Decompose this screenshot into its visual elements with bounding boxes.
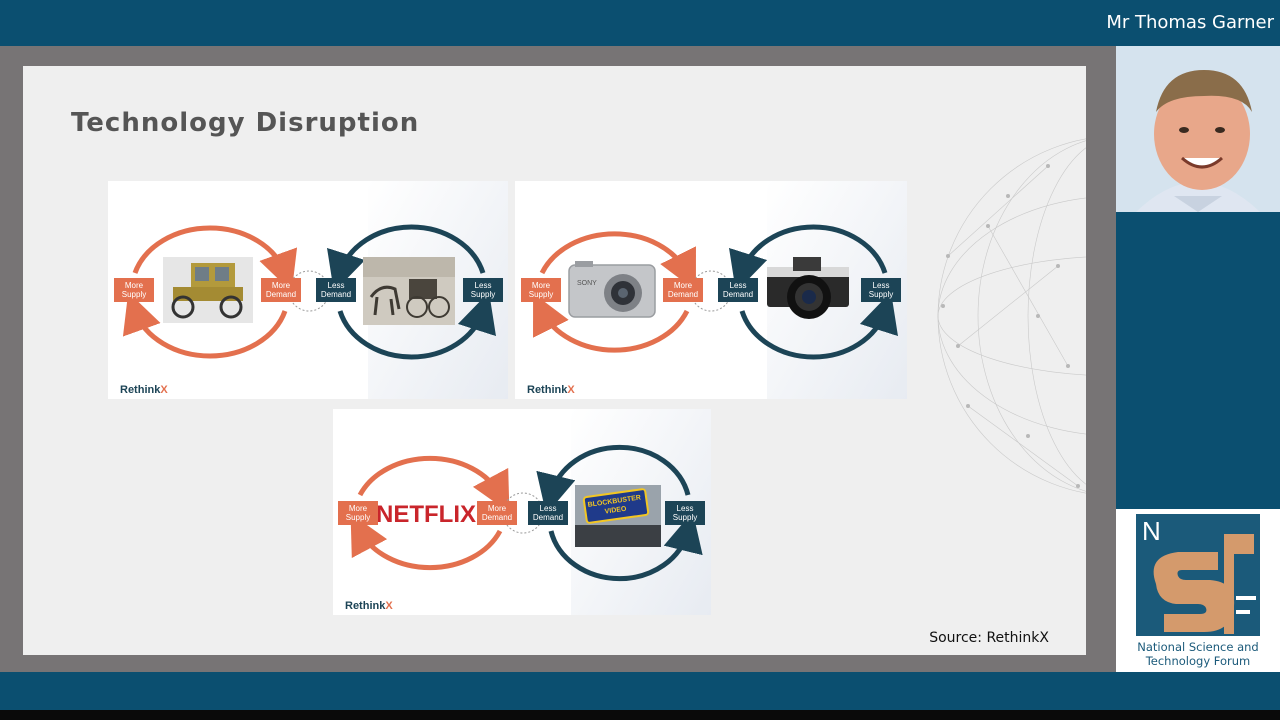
rethinkx-logo: RethinkX	[527, 384, 575, 396]
blockbuster-sign-icon: BLOCKBUSTER VIDEO	[575, 485, 661, 547]
brand-text: Rethink	[345, 600, 386, 612]
disruption-loops	[122, 224, 496, 360]
digital-camera-icon: SONY	[568, 261, 656, 318]
brand-x: X	[567, 384, 575, 396]
bottom-edge	[0, 710, 1280, 720]
film-camera-icon	[767, 257, 849, 319]
nstf-logo-icon: N	[1136, 514, 1260, 636]
netflix-logo: NETFLIX	[376, 501, 476, 528]
presentation-stage: Technology Disruption	[0, 46, 1116, 672]
globe-network-icon	[937, 138, 1086, 494]
brand-text: Rethink	[120, 384, 161, 396]
source-citation: Source: RethinkX	[929, 630, 1049, 646]
bottom-bar	[0, 672, 1280, 710]
speaker-avatar	[1116, 46, 1280, 212]
sidebar: N National Science and Technology Forum	[1116, 46, 1280, 672]
brand-x: X	[160, 384, 168, 396]
slide-title: Technology Disruption	[71, 108, 420, 138]
speaker-name: Mr Thomas Garner	[1106, 12, 1274, 33]
slide: Technology Disruption	[23, 66, 1086, 655]
svg-text:SONY: SONY	[577, 280, 597, 287]
speaker-webcam	[1116, 46, 1280, 212]
disruption-loops: NETFLIX	[350, 444, 703, 582]
horse-carriage-icon	[363, 257, 455, 325]
brand-text: Rethink	[527, 384, 568, 396]
svg-text:N: N	[1142, 516, 1161, 546]
nstf-org-name: National Science and Technology Forum	[1137, 640, 1259, 668]
brand-x: X	[385, 600, 393, 612]
top-bar: Mr Thomas Garner	[0, 0, 1280, 46]
rethinkx-logo: RethinkX	[345, 600, 393, 612]
nstf-logo: N National Science and Technology Forum	[1116, 509, 1280, 672]
rethinkx-logo: RethinkX	[120, 384, 168, 396]
model-t-car-icon	[163, 257, 253, 323]
svg-text:VIDEO: VIDEO	[604, 506, 627, 516]
